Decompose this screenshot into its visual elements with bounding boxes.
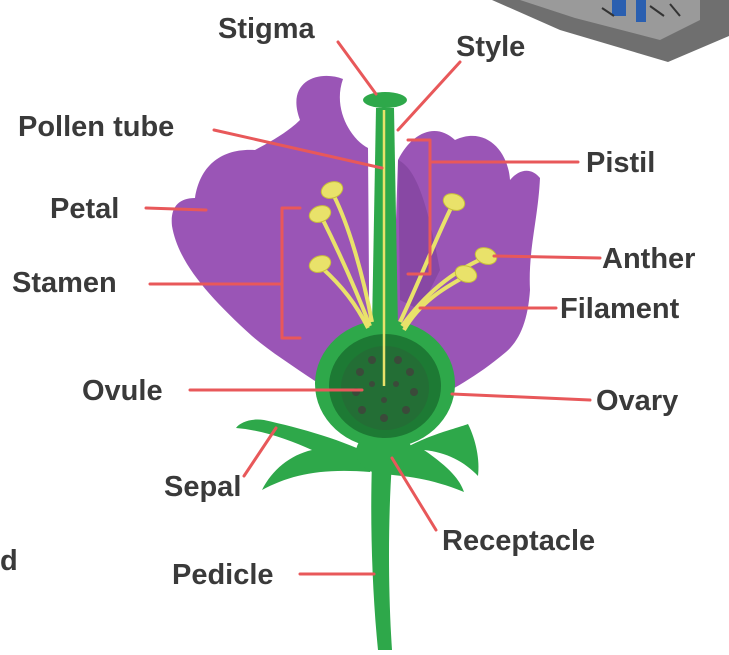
label-pedicle: Pedicle: [172, 559, 274, 591]
pedicle-stem: [371, 462, 392, 650]
label-petal: Petal: [50, 193, 119, 225]
label-stamen: Stamen: [12, 267, 117, 299]
leader-ovary: [452, 394, 590, 400]
label-sepal: Sepal: [164, 471, 241, 503]
label-pistil: Pistil: [586, 147, 655, 179]
leader-style: [398, 62, 460, 130]
label-pollen-tube: Pollen tube: [18, 111, 174, 143]
label-style: Style: [456, 31, 525, 63]
leader-sepal: [244, 428, 276, 476]
corner-illustration: [492, 0, 729, 62]
leader-anther: [494, 256, 600, 258]
label-edge-fragment: d: [0, 545, 18, 577]
label-stigma: Stigma: [218, 13, 316, 45]
stigma-cap: [363, 92, 407, 108]
label-anther: Anther: [602, 243, 695, 275]
label-filament: Filament: [560, 293, 680, 325]
label-ovary: Ovary: [596, 385, 678, 417]
label-ovule: Ovule: [82, 375, 163, 407]
leader-petal: [146, 208, 206, 210]
leader-stigma: [338, 42, 376, 94]
label-receptacle: Receptacle: [442, 525, 595, 557]
